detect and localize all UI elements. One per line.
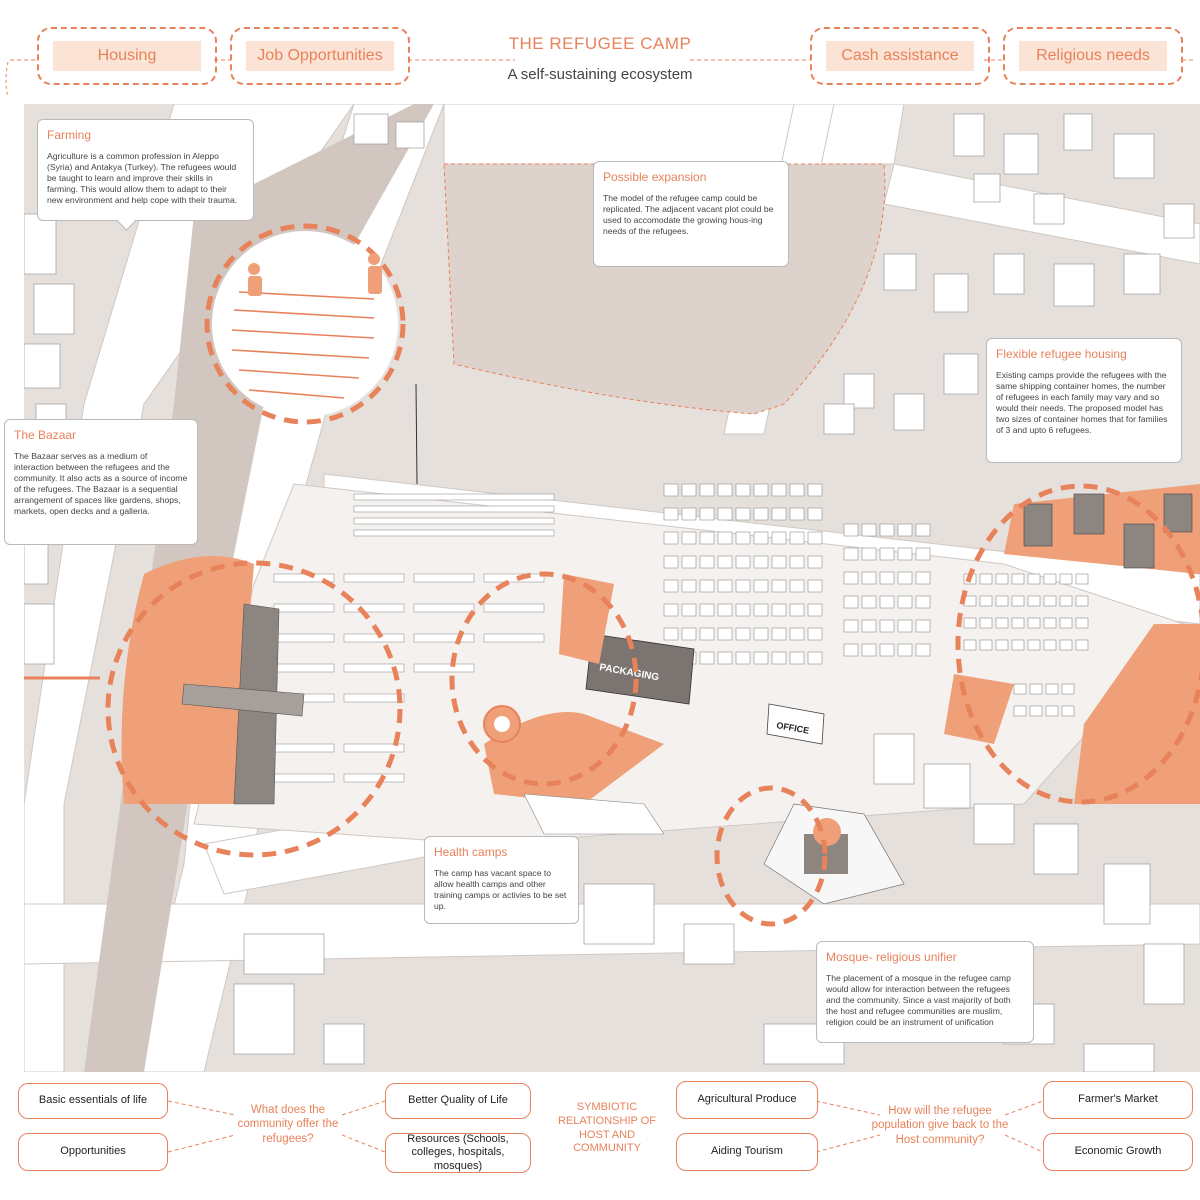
pill-label: Religious needs	[1019, 41, 1167, 71]
callout-title: Mosque- religious unifier	[826, 950, 957, 964]
container-housing	[663, 483, 931, 665]
giveback-agricultural-produce: Agricultural Produce	[676, 1081, 818, 1119]
pill-label: Housing	[53, 41, 201, 71]
callout-bazaar: The Bazaar The Bazaar serves as a medium…	[4, 419, 198, 545]
farming-highlight-circle	[204, 223, 406, 425]
bazaar-highlight-circle	[105, 560, 403, 858]
highlight-circles	[105, 223, 1200, 927]
outcome-farmers-market: Farmer's Market	[1043, 1081, 1193, 1119]
question-refugee-give-back: How will the refugee population give bac…	[871, 1105, 1009, 1146]
farmer-figures	[248, 253, 382, 296]
callout-possible-expansion: Possible expansion The model of the refu…	[593, 161, 789, 267]
farm-rows	[273, 493, 555, 783]
callout-body: Existing camps provide the refugees with…	[996, 370, 1168, 436]
farming-leader-line	[415, 383, 418, 485]
housing-containers-right	[963, 573, 1089, 717]
callout-title: Flexible refugee housing	[996, 347, 1127, 361]
offer-basic-essentials: Basic essentials of life	[18, 1083, 168, 1119]
callout-title: Farming	[47, 128, 92, 142]
callout-title: The Bazaar	[14, 428, 77, 442]
mosque-highlight-circle	[714, 785, 828, 927]
office-building: OFFICE	[766, 703, 825, 745]
callout-body: The placement of a mosque in the refugee…	[826, 973, 1011, 1028]
pill-label: Job Opportunities	[246, 41, 394, 71]
page-subtitle: A self-sustaining ecosystem	[507, 66, 693, 83]
road-north	[443, 104, 905, 165]
outcome-economic-growth: Economic Growth	[1043, 1133, 1193, 1171]
offer-opportunities: Opportunities	[18, 1133, 168, 1171]
callout-mosque: Mosque- religious unifier The placement …	[816, 941, 1034, 1043]
river-band	[84, 104, 434, 1072]
health-highlight-circle	[449, 571, 639, 787]
giveback-aiding-tourism: Aiding Tourism	[676, 1133, 818, 1171]
callout-body: Agriculture is a common profession in Al…	[47, 151, 238, 206]
farming-detail-rows	[231, 291, 375, 399]
housing-highlight-circle	[955, 483, 1200, 805]
benefit-resources: Resources (Schools, colleges, hospitals,…	[385, 1133, 531, 1173]
callout-title: Health camps	[434, 845, 508, 859]
bazaar-area	[121, 556, 254, 804]
pill-cash-assistance: Cash assistance	[810, 27, 990, 85]
callout-body: The model of the refugee camp could be r…	[603, 193, 774, 237]
question-community-offer: What does the community offer the refuge…	[237, 1104, 339, 1145]
benefit-better-quality: Better Quality of Life	[385, 1083, 531, 1119]
footer-connectors	[167, 1100, 1044, 1153]
city-buildings	[24, 113, 1195, 1072]
site-plan-drawing: PACKAGING OFFICE	[24, 104, 1200, 1072]
pill-religious-needs: Religious needs	[1003, 27, 1183, 85]
housing-blocks	[1023, 493, 1193, 569]
pill-housing: Housing	[37, 27, 217, 85]
callout-flexible-housing: Flexible refugee housing Existing camps …	[986, 338, 1182, 463]
pill-job-opportunities: Job Opportunities	[230, 27, 410, 85]
callout-farming: Farming Agriculture is a common professi…	[37, 119, 254, 221]
packaging-building: PACKAGING	[559, 574, 695, 705]
page-title: THE REFUGEE CAMP	[508, 34, 692, 53]
site-plan-map: PACKAGING OFFICE	[24, 104, 1200, 1072]
callout-title: Possible expansion	[603, 170, 707, 184]
callout-body: The camp has vacant space to allow healt…	[434, 868, 567, 912]
pill-label: Cash assistance	[826, 41, 974, 71]
callout-health-camps: Health camps The camp has vacant space t…	[424, 836, 579, 924]
bazaar-galleria	[181, 603, 305, 805]
symbiotic-relationship-label: SYMBIOTIC RELATIONSHIP OF HOST AND COMMU…	[557, 1101, 656, 1155]
callout-body: The Bazaar serves as a medium of interac…	[14, 451, 188, 517]
